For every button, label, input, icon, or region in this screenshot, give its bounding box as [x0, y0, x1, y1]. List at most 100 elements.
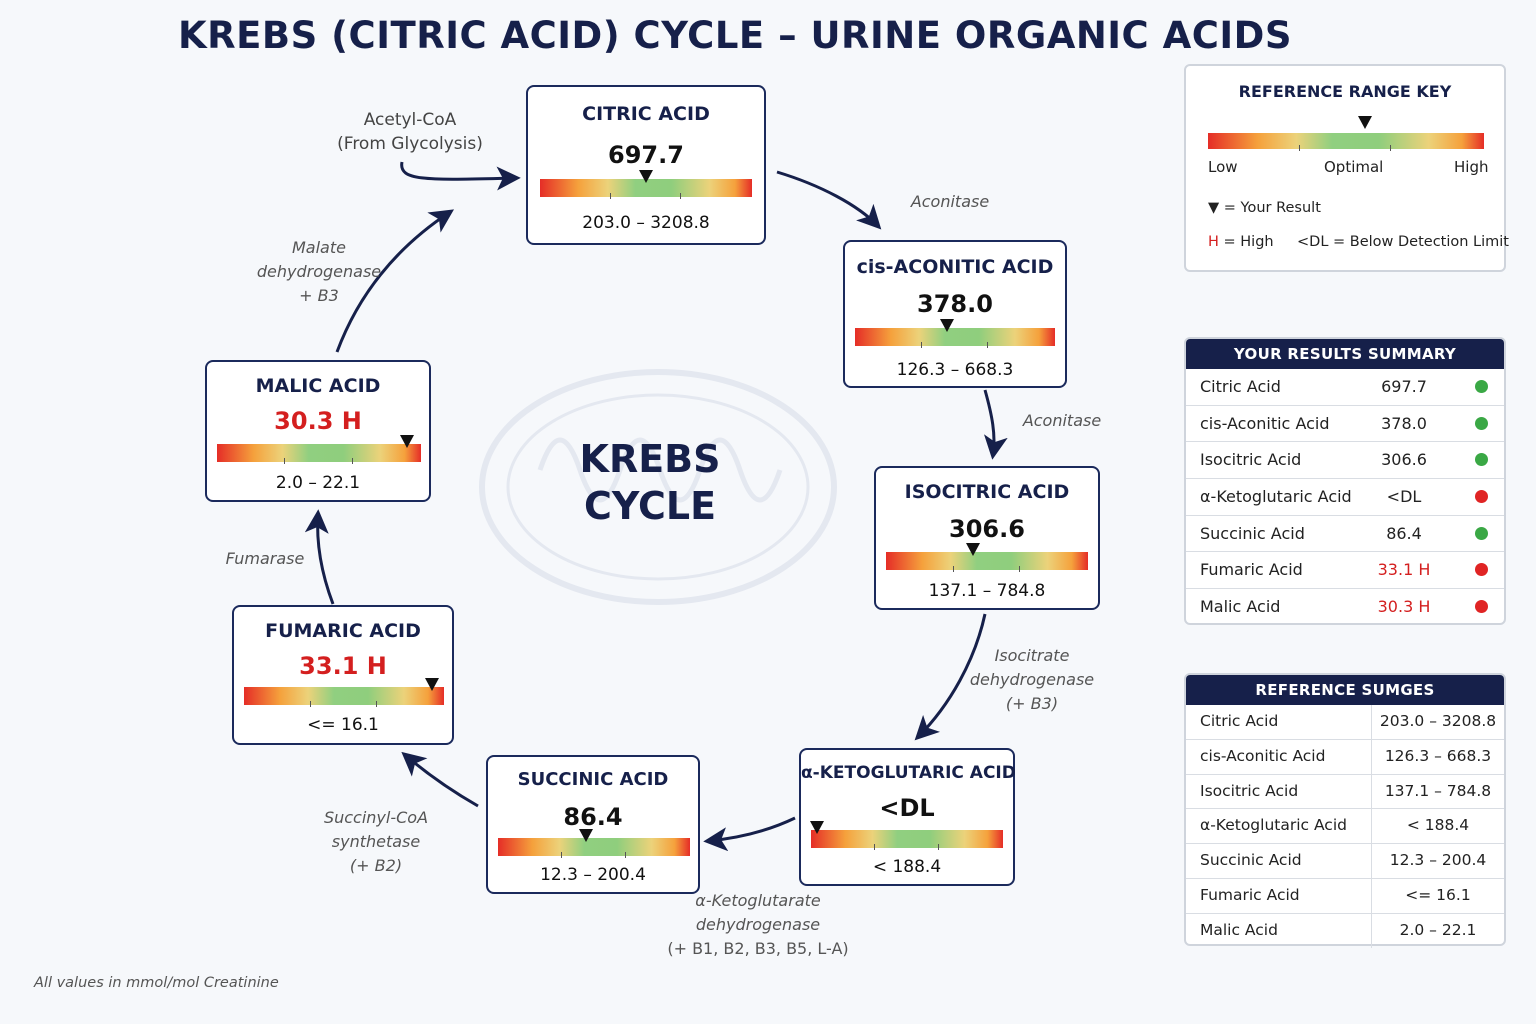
reference-range-key-panel: REFERENCE RANGE KEY Low Optimal High ▼ =…: [1184, 64, 1509, 272]
card-name: CITRIC ACID: [582, 103, 710, 125]
card-range: < 188.4: [872, 857, 942, 877]
summary-row-value: 30.3 H: [1377, 597, 1431, 617]
key-title: REFERENCE RANGE KEY: [1238, 82, 1452, 101]
acetyl-line-1: Acetyl-CoA: [363, 110, 457, 130]
range-row-name: Fumaric Acid: [1200, 885, 1300, 904]
card-citric-acid: CITRIC ACID 697.7 203.0 – 3208.8: [526, 85, 766, 245]
summary-row-name: Malic Acid: [1200, 597, 1281, 617]
card-name: SUCCINIC ACID: [517, 769, 669, 790]
range-row-range: 203.0 – 3208.8: [1371, 705, 1504, 739]
summary-row: α-Ketoglutaric Acid <DL: [1186, 479, 1504, 516]
range-row-range: 137.1 – 784.8: [1371, 774, 1504, 809]
range-row-name: α-Ketoglutaric Acid: [1200, 816, 1347, 835]
range-row: Fumaric Acid <= 16.1: [1186, 878, 1504, 914]
enzyme-aconitase-1: Aconitase: [910, 192, 990, 211]
card-malic-acid: MALIC ACID 30.3 H 2.0 – 22.1: [205, 360, 431, 502]
card-name: FUMARIC ACID: [265, 620, 421, 642]
range-gauge: [217, 435, 421, 464]
key-dl-legend: <DL = Below Detection Limit: [1297, 234, 1509, 250]
summary-row-value: <DL: [1386, 487, 1422, 507]
card-range: <= 16.1: [307, 715, 379, 735]
result-marker-icon: [940, 319, 954, 332]
card-cis-aconitic-acid: cis-ACONITIC ACID 378.0 126.3 – 668.3: [843, 240, 1067, 388]
range-gauge: [855, 319, 1055, 348]
range-row-range: < 188.4: [1371, 809, 1504, 844]
range-gauge: [244, 678, 444, 707]
range-row: Succinic Acid 12.3 – 200.4: [1186, 844, 1504, 879]
card-value: 30.3 H: [274, 407, 362, 435]
result-marker-icon: [399, 435, 414, 448]
card-value: 697.7: [608, 141, 684, 169]
page-title: KREBS (CITRIC ACID) CYCLE – URINE ORGANI…: [177, 14, 1293, 57]
status-dot-icon: [1475, 563, 1488, 577]
key-gauge: [1208, 116, 1484, 151]
arrow-malic-citric: [335, 209, 455, 353]
card-range: 203.0 – 3208.8: [582, 213, 710, 233]
range-row-range: 12.3 – 200.4: [1371, 844, 1504, 879]
card-value: 86.4: [563, 803, 623, 831]
card-fumaric-acid: FUMARIC ACID 33.1 H <= 16.1: [232, 605, 454, 745]
summary-title: YOUR RESULTS SUMMARY: [1186, 339, 1504, 369]
key-optimal-label: Optimal: [1324, 158, 1384, 176]
arrow-cisaconitic-isocitric: [983, 389, 1008, 460]
summary-row-value: 697.7: [1381, 377, 1427, 396]
status-dot-icon: [1475, 416, 1488, 430]
ranges-title: REFERENCE SUMGES: [1186, 675, 1504, 705]
range-row-name: Succinic Acid: [1200, 851, 1302, 870]
card-range: 2.0 – 22.1: [275, 473, 361, 493]
range-row-name: cis-Aconitic Acid: [1200, 746, 1326, 765]
range-row-range: <= 16.1: [1371, 878, 1504, 913]
card-name: MALIC ACID: [255, 375, 381, 397]
status-dot-icon: [1475, 453, 1488, 467]
units-footnote: All values in mmol/mol Creatinine: [34, 975, 279, 991]
range-gauge: [540, 170, 752, 199]
summary-row-name: cis-Aconitic Acid: [1200, 413, 1330, 433]
range-row: α-Ketoglutaric Acid < 188.4: [1186, 809, 1504, 845]
card-range: 12.3 – 200.4: [540, 865, 646, 885]
center-line-1: KREBS: [579, 437, 721, 481]
card-name: α-KETOGLUTARIC ACID: [801, 763, 1016, 783]
result-marker-icon: [579, 829, 594, 842]
range-row-range: 2.0 – 22.1: [1371, 913, 1504, 948]
card-value: 33.1 H: [299, 652, 387, 680]
summary-row-name: Isocitric Acid: [1200, 450, 1302, 470]
key-high-legend: H = High: [1208, 234, 1274, 250]
card-alpha-ketoglutaric-acid: α-KETOGLUTARIC ACID <DL < 188.4: [799, 748, 1016, 886]
summary-row-name: Succinic Acid: [1200, 523, 1305, 543]
summary-row-name: Fumaric Acid: [1200, 560, 1303, 580]
arrow-akg-succinic: [703, 816, 796, 852]
key-high-label: High: [1454, 158, 1489, 176]
range-row: Isocitric Acid 137.1 – 784.8: [1186, 774, 1504, 810]
summary-row-value: 378.0: [1381, 413, 1427, 433]
card-isocitric-acid: ISOCITRIC ACID 306.6 137.1 – 784.8: [874, 466, 1100, 610]
card-range: 137.1 – 784.8: [928, 581, 1046, 601]
card-succinic-acid: SUCCINIC ACID 86.4 12.3 – 200.4: [486, 755, 700, 894]
card-name: ISOCITRIC ACID: [904, 481, 1070, 503]
result-marker-icon: [639, 170, 653, 183]
card-value: 306.6: [949, 515, 1025, 543]
acetyl-line-2: (From Glycolysis): [337, 134, 483, 154]
key-low-label: Low: [1208, 158, 1238, 176]
summary-row-value: 86.4: [1386, 523, 1422, 543]
summary-row-name: α-Ketoglutaric Acid: [1200, 487, 1352, 507]
range-gauge: [498, 829, 690, 858]
status-dot-icon: [1475, 526, 1488, 540]
arrow-isocitric-akg: [914, 613, 987, 741]
card-value: <DL: [879, 794, 935, 822]
summary-row: Malic Acid 30.3 H: [1186, 589, 1504, 625]
arrow-acetyl-citric: [400, 161, 521, 191]
acetyl-coa-label: Acetyl-CoA (From Glycolysis): [330, 108, 490, 156]
range-row-name: Isocitric Acid: [1200, 781, 1299, 800]
result-marker-icon: [809, 821, 824, 834]
range-gauge: [886, 543, 1088, 572]
